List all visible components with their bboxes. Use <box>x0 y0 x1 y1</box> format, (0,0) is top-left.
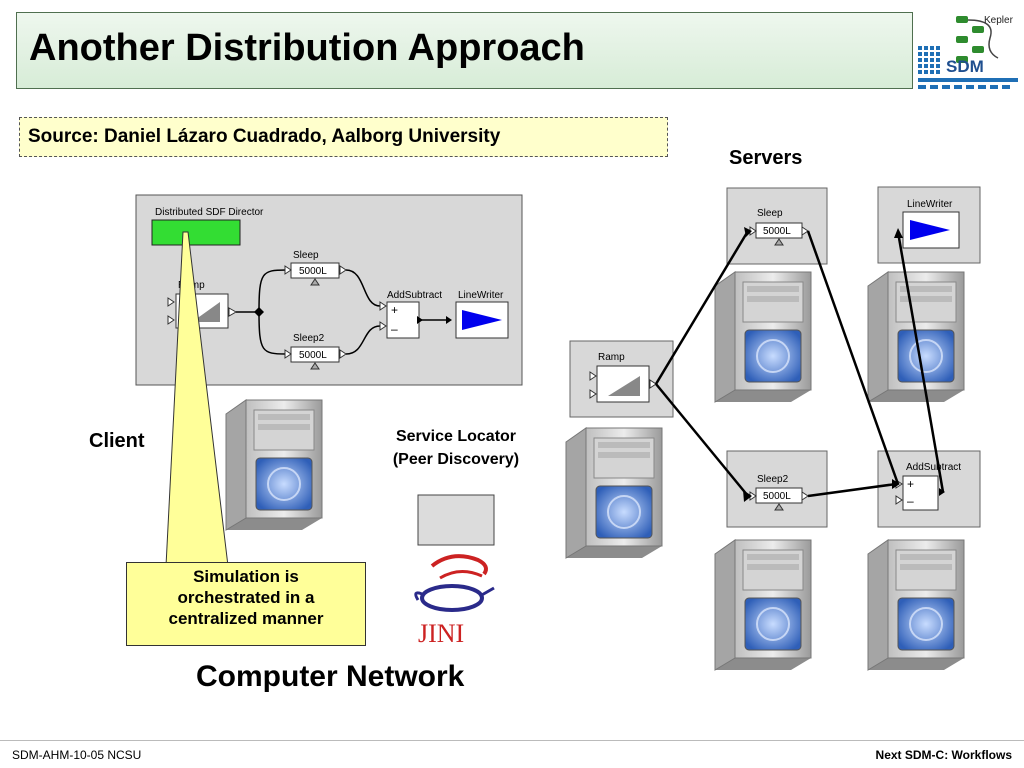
remote-sleep-label: Sleep <box>757 208 783 219</box>
source-box: Source: Daniel Lázaro Cuadrado, Aalborg … <box>19 117 668 157</box>
distribution-diagram: Distributed SDF Director Ramp Sleep 5000… <box>135 186 981 671</box>
logo-kepler-text: Kepler <box>984 15 1014 26</box>
remote-sleep2-label: Sleep2 <box>757 474 789 485</box>
service-locator-line2: (Peer Discovery) <box>392 451 520 468</box>
client-label: Client <box>89 430 145 452</box>
jini-text: JINI <box>418 619 464 648</box>
remote-connections <box>654 230 945 498</box>
service-locator-box <box>417 494 495 546</box>
sdf-director-box[interactable] <box>151 219 241 246</box>
callout-line-3: centralized manner <box>168 609 324 628</box>
svg-text:–: – <box>907 494 914 508</box>
page-title: Another Distribution Approach <box>29 27 585 69</box>
callout-box <box>126 562 366 646</box>
client-server <box>225 399 323 531</box>
svg-text:+: + <box>907 477 914 491</box>
svg-text:–: – <box>391 322 398 336</box>
remote-ramp-actor[interactable] <box>596 365 650 403</box>
jini-logo: JINI <box>414 554 495 648</box>
sleep-label: Sleep <box>293 250 319 261</box>
title-bar: Another Distribution Approach <box>16 12 913 89</box>
sleep2-label: Sleep2 <box>293 333 325 344</box>
server-tower-4 <box>714 539 812 671</box>
callout-line-2: orchestrated in a <box>177 588 315 607</box>
footer-left: SDM-AHM-10-05 NCSU <box>12 748 142 762</box>
svg-text:+: + <box>391 303 398 317</box>
server-tower-5 <box>867 539 965 671</box>
remote-addsubtract-label: AddSubtract <box>906 462 961 473</box>
remote-addsubtract-actor[interactable] <box>902 475 939 511</box>
servers-label: Servers <box>729 147 803 169</box>
service-locator-line1: Service Locator <box>395 428 517 445</box>
server-tower-1 <box>714 271 812 403</box>
callout-line-1: Simulation is <box>193 567 299 586</box>
footer-divider <box>0 740 1024 741</box>
ramp-icon <box>192 302 220 322</box>
server-tower-3 <box>565 427 663 559</box>
linewriter-icon <box>462 310 502 330</box>
remote-ramp-label: Ramp <box>598 352 625 363</box>
logo-sdm-text: SDM <box>946 57 984 76</box>
remote-sleep2-value: 5000L <box>763 491 791 502</box>
addsubtract-actor[interactable] <box>386 301 420 339</box>
director-label: Distributed SDF Director <box>155 207 264 218</box>
computer-network-label: Computer Network <box>196 660 465 693</box>
footer-right: Next SDM-C: Workflows <box>875 748 1012 762</box>
kepler-sdm-logo: Kepler SDM <box>916 12 1020 92</box>
remote-sleep-value: 5000L <box>763 226 791 237</box>
callout-text: Simulation is orchestrated in a centrali… <box>126 566 366 629</box>
sleep2-value: 5000L <box>299 350 327 361</box>
source-text: Source: Daniel Lázaro Cuadrado, Aalborg … <box>28 126 501 147</box>
addsubtract-label: AddSubtract <box>387 290 442 301</box>
remote-linewriter-label: LineWriter <box>907 199 953 210</box>
linewriter-label: LineWriter <box>458 290 504 301</box>
sleep-value: 5000L <box>299 266 327 277</box>
